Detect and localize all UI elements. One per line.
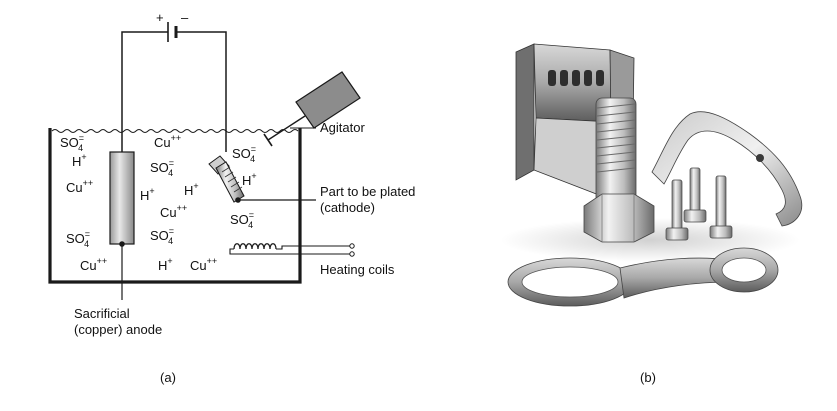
- ion-label: Cu++: [154, 133, 181, 150]
- ion-label: SO=4: [66, 229, 90, 249]
- ion-label: H+: [72, 152, 87, 169]
- ion-label: SO=4: [230, 210, 254, 230]
- ion-label: Cu++: [190, 256, 217, 273]
- ion-labels: SO=4Cu++SO=4H+SO=4H+Cu++H+H+Cu++SO=4SO=4…: [60, 133, 257, 273]
- anode-wire: [122, 32, 168, 152]
- ion-label: SO=4: [150, 226, 174, 246]
- heating-coils-label: Heating coils: [320, 262, 395, 277]
- ion-label: H+: [140, 186, 155, 203]
- ion-label: Cu++: [66, 178, 93, 195]
- copper-anode: [110, 152, 134, 244]
- ion-label: SO=4: [60, 133, 84, 153]
- caption-a: (a): [160, 370, 176, 385]
- ion-label: Cu++: [80, 256, 107, 273]
- ion-label: Cu++: [160, 203, 187, 220]
- part-label-line1: Part to be plated: [320, 184, 415, 199]
- cathode-wire: [182, 32, 226, 152]
- anode-label-line2: (copper) anode: [74, 322, 162, 337]
- ion-label: H+: [242, 171, 257, 188]
- part-label-line2: (cathode): [320, 200, 375, 215]
- battery-plus-sign: +: [156, 10, 164, 25]
- panel-b-photo: (b): [500, 44, 802, 385]
- ion-label: H+: [184, 181, 199, 198]
- cathode-part: [209, 156, 244, 202]
- anode-label-line1: Sacrificial: [74, 306, 130, 321]
- battery-icon: [168, 22, 182, 42]
- ion-label: SO=4: [150, 158, 174, 178]
- caption-b: (b): [640, 370, 656, 385]
- ion-label: H+: [158, 256, 173, 273]
- agitator-label: Agitator: [320, 120, 365, 135]
- panel-a-diagram: + –: [50, 10, 415, 385]
- ion-label: SO=4: [232, 144, 256, 164]
- battery-minus-sign: –: [181, 10, 189, 25]
- heating-coil-icon: [230, 244, 354, 256]
